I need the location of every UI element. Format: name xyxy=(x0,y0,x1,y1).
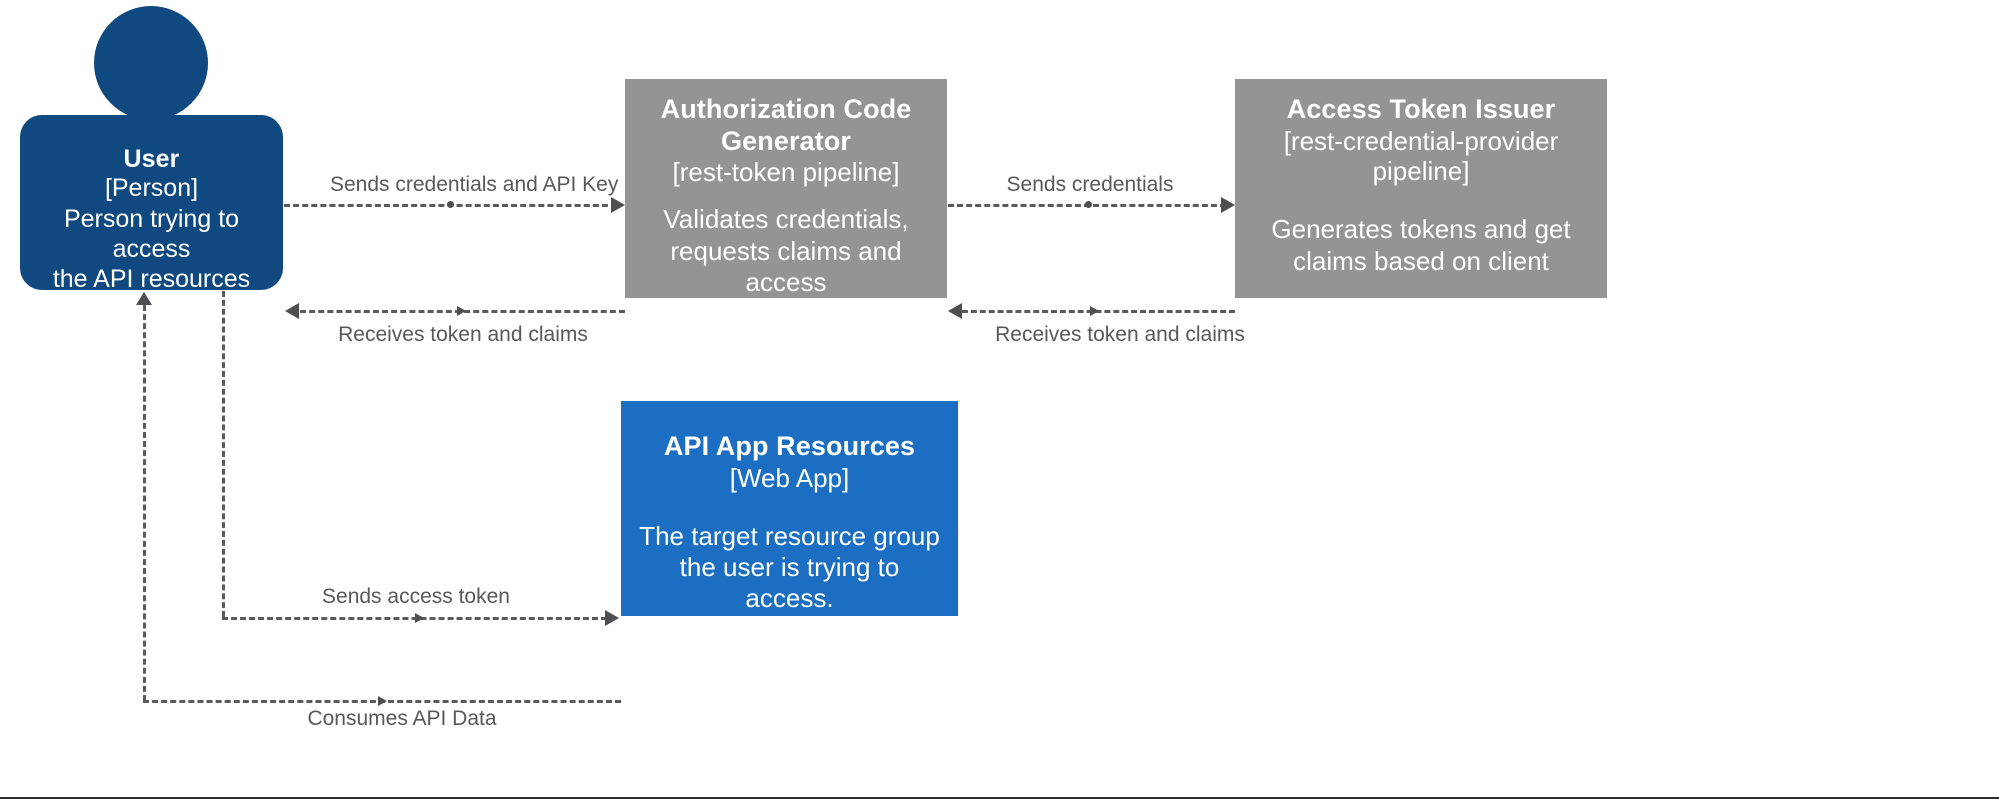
relationship-5-midpoint-tick xyxy=(415,613,424,623)
relationship-5-horizontal-line xyxy=(222,617,607,620)
relationship-1-label: Sends credentials and API Key xyxy=(330,173,619,196)
relationship-1-midpoint-dot xyxy=(447,201,454,208)
relationship-3-arrowhead xyxy=(1221,197,1235,213)
node-api-app-resources-description-line2: the user is trying to access. xyxy=(679,552,900,614)
relationship-4-label: Receives token and claims xyxy=(995,323,1245,346)
relationship-4-arrowhead xyxy=(948,303,962,319)
relationship-5-label: Sends access token xyxy=(322,585,510,608)
person-head-icon xyxy=(94,6,208,120)
node-user-description-line2: the API resources xyxy=(52,264,251,291)
node-access-token-issuer-description-line2: claims based on client xyxy=(1293,245,1549,276)
node-auth-code-generator[interactable]: Authorization Code Generator [rest-token… xyxy=(625,79,947,298)
node-auth-code-generator-technology: [rest-token pipeline] xyxy=(672,157,900,188)
relationship-6-label: Consumes API Data xyxy=(307,707,497,730)
node-auth-code-generator-description-line1: Validates credentials, xyxy=(663,204,909,235)
node-auth-code-generator-description-line2: requests claims and access xyxy=(670,235,902,297)
node-api-app-resources-title: API App Resources xyxy=(663,431,916,461)
relationship-3-label: Sends credentials xyxy=(1006,173,1174,196)
node-access-token-issuer-title: Access Token Issuer xyxy=(1286,94,1556,124)
relationship-4-midpoint-tick xyxy=(1090,306,1099,316)
node-user-technology: [Person] xyxy=(104,174,199,203)
relationship-6-arrowhead xyxy=(136,292,152,305)
node-access-token-issuer-technology-line1: [rest-credential-provider xyxy=(1283,125,1559,156)
relationship-1-arrowhead xyxy=(611,197,625,213)
node-api-app-resources-technology: [Web App] xyxy=(729,462,850,493)
node-auth-code-generator-title-line1: Authorization Code xyxy=(660,94,912,124)
node-user-title: User xyxy=(123,145,180,173)
node-auth-code-generator-title-line2: Generator xyxy=(721,125,851,156)
node-api-app-resources-description-line1: The target resource group xyxy=(639,520,940,551)
relationship-6-midpoint-tick xyxy=(378,696,387,706)
relationship-5-arrowhead xyxy=(605,610,619,626)
relationship-2-label: Receives token and claims xyxy=(338,323,588,346)
node-access-token-issuer-technology-line2: pipeline] xyxy=(1372,155,1470,186)
node-access-token-issuer-description-line1: Generates tokens and get xyxy=(1271,214,1571,245)
relationship-2-midpoint-tick xyxy=(457,306,466,316)
node-user[interactable]: User [Person] Person trying to access th… xyxy=(20,115,283,290)
node-user-description-line1: Person trying to access xyxy=(63,204,240,263)
node-access-token-issuer[interactable]: Access Token Issuer [rest-credential-pro… xyxy=(1235,79,1607,298)
relationship-2-arrowhead xyxy=(285,303,299,319)
relationship-6-vertical-line xyxy=(143,305,146,701)
relationship-5-vertical-line xyxy=(222,291,225,617)
relationship-3-midpoint-dot xyxy=(1085,201,1092,208)
canvas-bottom-border xyxy=(0,797,1999,799)
node-api-app-resources[interactable]: API App Resources [Web App] The target r… xyxy=(621,401,958,616)
